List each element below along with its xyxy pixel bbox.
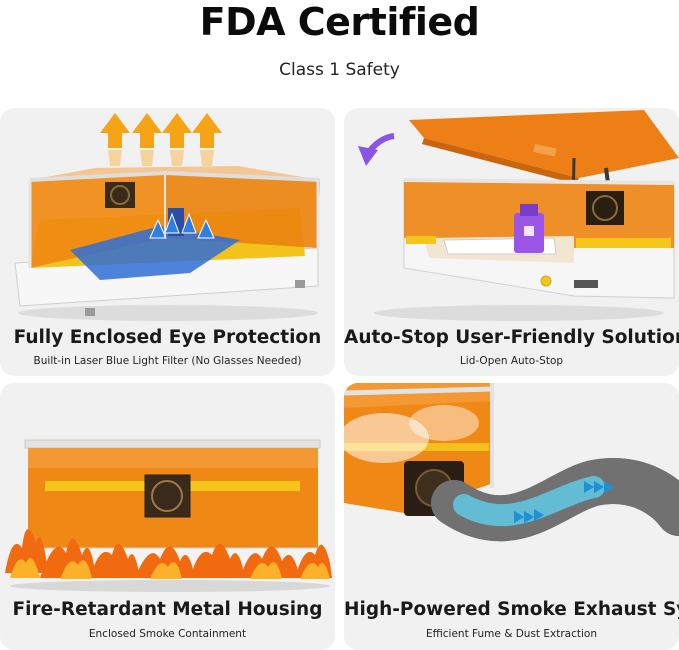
feature-subtitle: Lid-Open Auto-Stop (459, 355, 564, 367)
exhaust-illustration (344, 383, 679, 542)
open-lid-illustration (358, 110, 679, 321)
feature-title: Fire-Retardant Metal Housing (12, 599, 323, 620)
feature-subtitle: Built-in Laser Blue Light Filter (No Gla… (33, 355, 302, 367)
feature-card-fire-retardant: Fire-Retardant Metal Housing Enclosed Sm… (0, 383, 335, 650)
feature-card-smoke-exhaust: High-Powered Smoke Exhaust System Effici… (344, 383, 679, 650)
feature-card-eye-protection: Fully Enclosed Eye Protection Built-in L… (0, 108, 335, 376)
page-title: FDA Certified (199, 0, 480, 44)
feature-title: Auto-Stop User-Friendly Solution (344, 327, 679, 348)
page-subtitle: Class 1 Safety (279, 60, 400, 80)
enclosure-illustration (14, 113, 321, 321)
feature-subtitle: Enclosed Smoke Containment (88, 628, 247, 640)
feature-card-auto-stop: Auto-Stop User-Friendly Solution Lid-Ope… (344, 108, 679, 376)
feature-title: High-Powered Smoke Exhaust System (344, 599, 679, 620)
fire-illustration (5, 439, 332, 592)
feature-subtitle: Efficient Fume & Dust Extraction (426, 628, 597, 640)
feature-title: Fully Enclosed Eye Protection (13, 327, 322, 348)
